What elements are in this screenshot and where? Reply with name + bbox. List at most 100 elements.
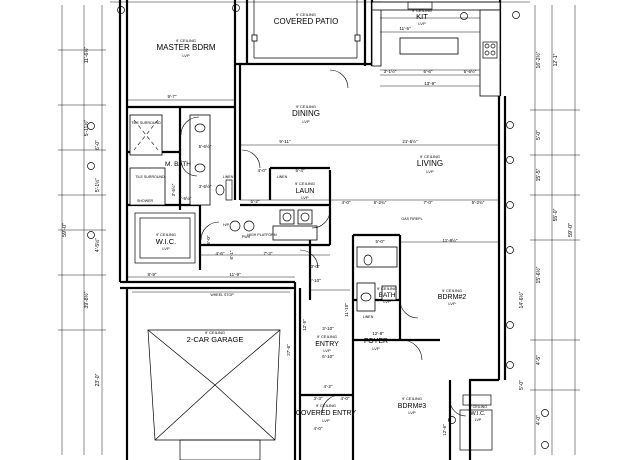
pwr-label: PWR [242,235,251,239]
dim-laun-b: 5'-4" [296,168,305,173]
dim-bath-w: 5'-0" [376,239,385,244]
wic-floor: LVP [162,246,170,251]
master-bedroom-name: MASTER BDRM [156,43,215,52]
dim-kit-d: 5'-6½" [464,68,477,74]
interior-dimension-lines [127,31,500,291]
linen-label-1: LINEN [223,175,234,179]
dim-r3: 5'-0" [536,130,542,140]
hp-label: H/P [223,223,230,227]
tile-surround-label-2: TILE SURROUND [135,175,165,179]
wic2-name: W.I.C. [471,411,486,417]
garage-name: 2-CAR GARAGE [187,335,244,344]
dim-wic-a: 4'-6" [216,251,225,256]
wic2-ceiling: 9' CEILING [469,405,487,409]
dim-g-h2: 27'-6" [286,344,291,356]
garage-ceiling: 9' CEILING [205,330,225,335]
dim-bath-h: 11'-10" [344,303,349,317]
dim-left-b: 5'-1½" [94,178,101,192]
laundry-ceiling: 9' CEILING [295,181,315,186]
dim-master-w: 9'-7" [168,94,177,99]
dim-kit-b: 6'-6" [424,69,433,74]
dim-wic-h3: 3'-5½" [170,183,176,196]
wic-shelving [134,212,196,264]
dim-ent-a: 6'-10" [322,354,334,359]
dim-r5: 15'-5" [536,168,542,181]
dim-left-mid: 5'-11½" [83,120,90,137]
laundry-name: LAUN [296,188,315,195]
dim-kit-c: 13'-9" [424,81,436,86]
top-extension-lines [110,1,530,19]
linen-label-2: LINEN [277,175,288,179]
hall-bath-fixtures [356,246,398,312]
dim-ent-d: 4'-2" [324,384,333,389]
dim-overall-left: 59'-0" [62,223,68,237]
dim-left-e: 23'-0" [95,373,101,386]
left-dimension-lines [58,5,106,455]
bedroom3-ceiling: 9' CEILING [402,396,422,401]
shower-label: SHOWER [137,199,154,203]
laundry-fixtures [229,209,318,241]
garage-slab [132,291,290,460]
dim-g-h1: 12'-5" [302,319,307,331]
foyer-floor: LVP [372,346,380,351]
patio-structure [251,0,361,59]
dim-wic-h2: 5'-0" [206,235,211,244]
dim-mb-c: 3'-5½" [179,195,192,201]
wic-name: W.I.C. [156,237,176,246]
dim-g-w3: 2'-10" [309,278,321,283]
master-bedroom-ceiling: 9' CEILING [176,38,196,43]
entry-ceiling: 9' CEILING [317,334,337,339]
dim-wic-b: 7'-3" [264,251,273,256]
kitchen-ceiling: 9' CEILING [412,8,432,13]
covered-entry-ceiling: 9' CEILING [316,403,336,408]
dim-kit-top: 11'-5" [399,26,411,31]
section-markers [87,4,549,449]
dim-left-a: 6'-0" [95,140,101,150]
wheel-stop-label: WHEEL STOP [210,293,234,297]
dim-liv-c: 5'-2¾" [472,200,485,205]
dim-left-d: 39'-8½" [83,291,90,308]
dim-mb-b: 3'-6½" [199,183,212,189]
dim-wic-h: 6'-1" [229,250,234,259]
master-bath-name: M. BATH [165,161,191,168]
bedroom2-floor: LVP [448,301,456,306]
covered-entry-name: COVERED ENTRY [296,410,356,417]
dim-dining-w: 9'-11" [279,139,291,144]
dim-bd2-w: 11'-8½" [443,237,458,243]
dim-ent-c: 12'-8" [372,331,384,336]
dim-r2: 12'-1" [553,53,559,66]
high-platform-label: HIGH PLATFORM [247,233,276,237]
dining-ceiling: 9' CEILING [296,104,316,109]
dim-g-w1: 8'-9" [148,272,157,277]
bedroom2-ceiling: 9' CEILING [442,288,462,293]
dim-b3-b: 4'-0" [341,396,350,401]
dim-great-w: 21'-5½" [402,138,418,144]
wic-ceiling: 9' CEILING [156,232,176,237]
living-ceiling: 9' CEILING [420,154,440,159]
kitchen-floor: LVP [418,21,426,26]
living-floor: LVP [426,169,434,174]
dim-g-w2: 11'-9" [229,272,241,277]
kitchen-name: KIT [416,12,428,21]
dim-left-c: 4'-5½" [94,238,101,252]
bath-ceiling: 9' CEILING [377,286,397,291]
dim-b3-d: 12'-6" [442,424,447,436]
dim-overall-right: 59'-0" [568,223,574,237]
kitchen-cabinets [371,1,501,97]
linen-label-3: LINEN [363,315,374,319]
master-bath-fixtures [129,114,233,206]
dim-b3-c: 4'-0" [314,426,323,431]
dim-r1: 16'-2½" [535,51,542,68]
bedroom3-floor: LVP [408,410,416,415]
right-dimension-lines [530,5,580,455]
dim-r10: 4'-0" [536,415,542,425]
bedroom3-name: BDRM#3 [398,403,427,410]
covered-entry-floor: LVP [322,418,330,423]
dining-name: DINING [292,109,320,118]
dim-r9: 5'-0" [519,380,525,390]
dim-left-top: 11'-6½" [83,47,90,64]
dining-floor: LVP [302,119,310,124]
bath-floor: LVP [383,299,391,304]
master-bedroom-floor: LVP [182,53,190,58]
